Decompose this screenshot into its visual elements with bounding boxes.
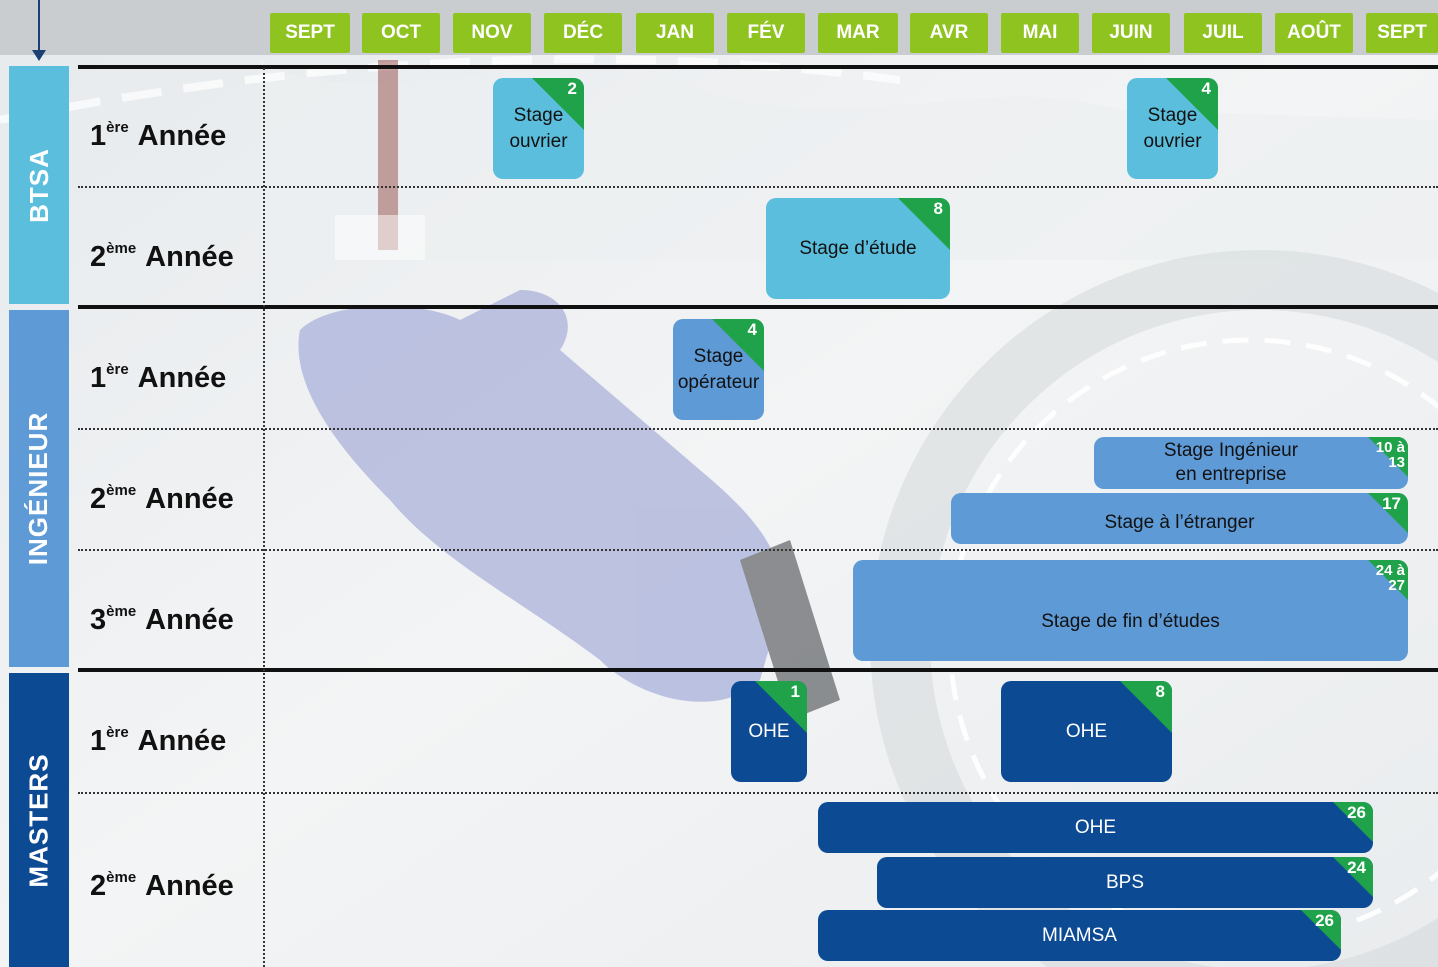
month-sept-start: SEPT — [270, 13, 350, 53]
month-sept-end: SEPT — [1366, 13, 1438, 53]
week-badge — [1301, 910, 1341, 950]
row-divider — [78, 549, 1438, 551]
week-badge — [1333, 857, 1373, 897]
row-divider — [78, 186, 1438, 188]
timeline-arrow-line — [38, 0, 40, 52]
stage-masters-2-bps[interactable]: 24 BPS — [877, 857, 1373, 908]
row-label-btsa-1: 1ère Année — [90, 119, 227, 152]
week-badge — [1368, 560, 1408, 600]
week-badge — [1333, 802, 1373, 842]
row-label-ingenieur-3: 3ème Année — [90, 603, 234, 636]
row-label-ingenieur-1: 1ère Année — [90, 361, 227, 394]
stage-ingenieur-2-etranger[interactable]: 17 Stage à l’étranger — [951, 493, 1408, 544]
month-nov: NOV — [453, 13, 531, 53]
week-badge — [1120, 681, 1172, 733]
sidebar-masters-label: MASTERS — [23, 752, 54, 888]
week-badge — [898, 198, 950, 250]
stage-label: BPS — [1105, 871, 1145, 893]
stage-label: Stage d’étude — [799, 237, 917, 259]
label-column-divider — [263, 68, 265, 967]
sidebar-masters: MASTERS — [9, 673, 69, 967]
week-count: 8 — [933, 199, 943, 218]
month-mar: MAR — [818, 13, 898, 53]
month-jan: JAN — [636, 13, 714, 53]
stage-label: OHE — [1065, 720, 1108, 742]
stage-btsa-2-etude[interactable]: 8 Stage d’étude — [766, 198, 950, 299]
section-divider-ingenieur — [78, 305, 1438, 309]
month-fev: FÉV — [727, 13, 805, 53]
stage-label: OHE — [1074, 816, 1117, 838]
stage-label-line2: opérateur — [677, 371, 760, 393]
week-count: 26 — [1315, 911, 1334, 930]
month-juin: JUIN — [1092, 13, 1170, 53]
week-badge — [755, 681, 807, 733]
timeline-arrow-head — [32, 50, 46, 61]
week-count: 24 — [1347, 858, 1366, 877]
week-badge — [1368, 493, 1408, 533]
sidebar-btsa-label: BTSA — [23, 147, 54, 223]
sidebar-btsa: BTSA — [9, 66, 69, 304]
month-dec: DÉC — [544, 13, 622, 53]
week-count: 4 — [1201, 79, 1211, 98]
week-count: 8 — [1155, 682, 1165, 701]
sidebar-ingenieur: INGÉNIEUR — [9, 310, 69, 667]
month-aout: AOÛT — [1275, 13, 1353, 53]
row-label-masters-2: 2ème Année — [90, 869, 234, 902]
month-juil: JUIL — [1184, 13, 1262, 53]
stage-label: Stage de fin d’études — [1041, 611, 1220, 633]
week-count: 2 — [567, 79, 577, 98]
month-avr: AVR — [910, 13, 988, 53]
stage-label: Stage à l’étranger — [1104, 512, 1255, 534]
stage-label-line2: ouvrier — [509, 130, 568, 152]
sidebar-ingenieur-label: INGÉNIEUR — [23, 411, 54, 566]
stage-label-line2: en entreprise — [1175, 464, 1287, 485]
month-mai: MAI — [1001, 13, 1079, 53]
stage-label: MIAMSA — [1042, 924, 1117, 946]
week-count: 26 — [1347, 803, 1366, 822]
row-label-btsa-2: 2ème Année — [90, 240, 234, 273]
week-count: 17 — [1382, 494, 1401, 513]
stage-masters-2-ohe[interactable]: 26 OHE — [818, 802, 1373, 853]
week-badge — [712, 319, 764, 371]
section-divider-masters — [78, 668, 1438, 672]
stage-masters-2-miamsa[interactable]: 26 MIAMSA — [818, 910, 1341, 961]
week-count: 4 — [747, 320, 757, 339]
week-badge — [1368, 437, 1408, 477]
week-badge — [532, 78, 584, 130]
section-divider-top — [78, 65, 1438, 69]
glove-shape — [298, 290, 840, 720]
week-badge — [1166, 78, 1218, 130]
row-divider — [78, 792, 1438, 794]
row-divider — [78, 428, 1438, 430]
stage-label-line2: ouvrier — [1143, 130, 1202, 152]
row-label-ingenieur-2: 2ème Année — [90, 482, 234, 515]
month-oct: OCT — [362, 13, 440, 53]
week-count: 1 — [790, 682, 800, 701]
stage-masters-1-ohe-mai[interactable]: 8 OHE — [1001, 681, 1172, 782]
stage-masters-1-ohe-fev[interactable]: 1 OHE — [731, 681, 807, 782]
row-label-masters-1: 1ère Année — [90, 724, 227, 757]
stage-label-line1: Stage Ingénieur — [1163, 440, 1299, 462]
